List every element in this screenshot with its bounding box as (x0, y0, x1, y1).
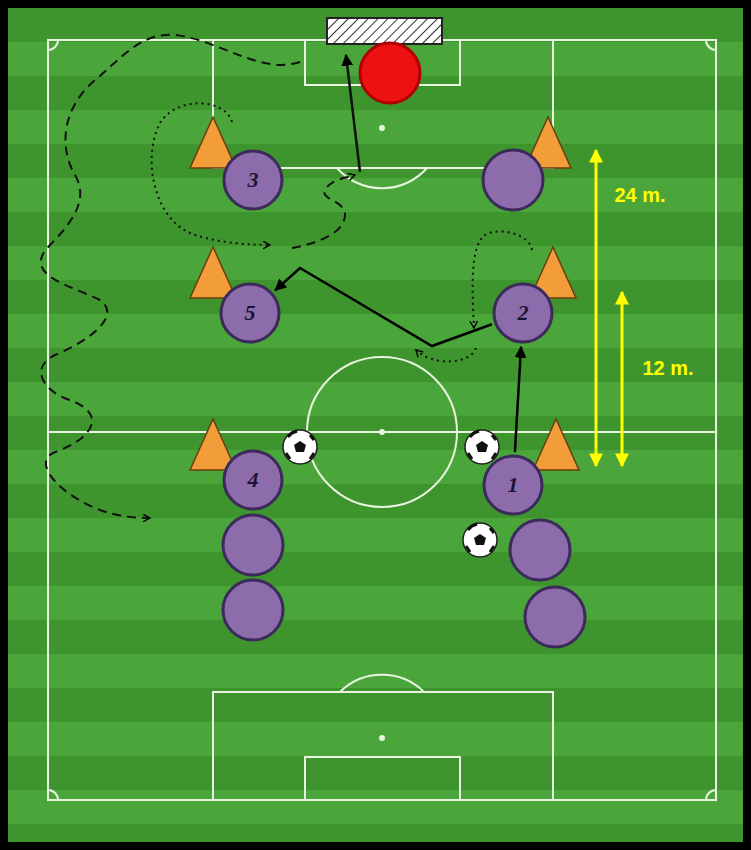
grass-stripe (8, 688, 743, 722)
ball-control (416, 348, 476, 361)
ball (465, 430, 499, 464)
ball-patch (294, 441, 306, 452)
grass-stripe (8, 144, 743, 178)
player-number: 4 (248, 469, 259, 491)
grass-stripe (8, 348, 743, 382)
ball-body (283, 430, 317, 464)
grass-stripe (8, 552, 743, 586)
player (223, 580, 283, 640)
penalty-spot (379, 125, 385, 131)
grass-stripe (8, 246, 743, 280)
player-run (152, 103, 270, 245)
player (483, 150, 543, 210)
grass-stripe (8, 484, 743, 518)
grass-stripe (8, 416, 743, 450)
touchline (48, 40, 716, 800)
penalty-spot (379, 735, 385, 741)
player (223, 515, 283, 575)
player-circle: 5 (219, 282, 281, 344)
grass-stripe (8, 586, 743, 620)
ball-patch (476, 441, 488, 452)
grass-stripe (8, 654, 743, 688)
grass-stripe (8, 450, 743, 484)
grass-stripe (8, 756, 743, 790)
player-circle: 2 (492, 282, 554, 344)
goalkeeper (360, 43, 420, 103)
dimension-arrow (621, 292, 624, 466)
goal-area (305, 757, 460, 800)
cones (190, 117, 579, 470)
ball (463, 523, 497, 557)
grass-stripe (8, 722, 743, 756)
ball-patch (286, 431, 314, 459)
grass-stripe (8, 280, 743, 314)
player-circle: 3 (222, 149, 284, 211)
penalty-arc (340, 675, 424, 692)
corner-arc (48, 40, 58, 50)
circle-shape (484, 456, 542, 514)
pass-arrow (275, 268, 492, 346)
circle-shape (224, 151, 282, 209)
player-number: 2 (518, 302, 529, 324)
recovery-run (41, 35, 300, 518)
ball-patch (466, 524, 494, 552)
player (525, 587, 585, 647)
circle-shape (221, 284, 279, 342)
ball-body (465, 430, 499, 464)
dimension-arrow (595, 150, 598, 466)
dimension-label: 24 m. (614, 184, 665, 207)
circle-shape (494, 284, 552, 342)
pitch-lines (48, 40, 716, 800)
ball-body (463, 523, 497, 557)
grass-stripe (8, 382, 743, 416)
shot (346, 55, 360, 172)
player-number: 3 (248, 169, 259, 191)
grass-stripe (8, 178, 743, 212)
centre-spot (379, 429, 385, 435)
cone (190, 117, 236, 168)
penalty-area (213, 40, 553, 168)
ball (283, 430, 317, 464)
centre-circle (307, 357, 457, 507)
cone (533, 419, 579, 470)
grass-stripe (8, 824, 743, 842)
penalty-area (213, 692, 553, 800)
pass-arrow (515, 347, 521, 452)
player-number: 5 (245, 302, 256, 324)
corner-arc (706, 790, 716, 800)
grass-stripe (8, 314, 743, 348)
corner-arc (706, 40, 716, 50)
penalty-arc (337, 168, 427, 188)
grass-stripe (8, 620, 743, 654)
dribble (292, 175, 355, 248)
circle-shape (224, 451, 282, 509)
players (223, 150, 585, 647)
cone (190, 247, 236, 298)
player-number: 1 (508, 474, 519, 496)
ball-patch (468, 431, 496, 459)
goal (327, 18, 442, 44)
player (510, 520, 570, 580)
grass-stripe (8, 790, 743, 824)
ball-patch (474, 534, 486, 545)
player-circle: 4 (222, 449, 284, 511)
grass-stripe (8, 212, 743, 246)
grass-stripe (8, 110, 743, 144)
player-circle: 1 (482, 454, 544, 516)
corner-arc (48, 790, 58, 800)
dimension-label: 12 m. (642, 357, 693, 380)
grass-stripes (8, 8, 743, 842)
grass-stripe (8, 518, 743, 552)
